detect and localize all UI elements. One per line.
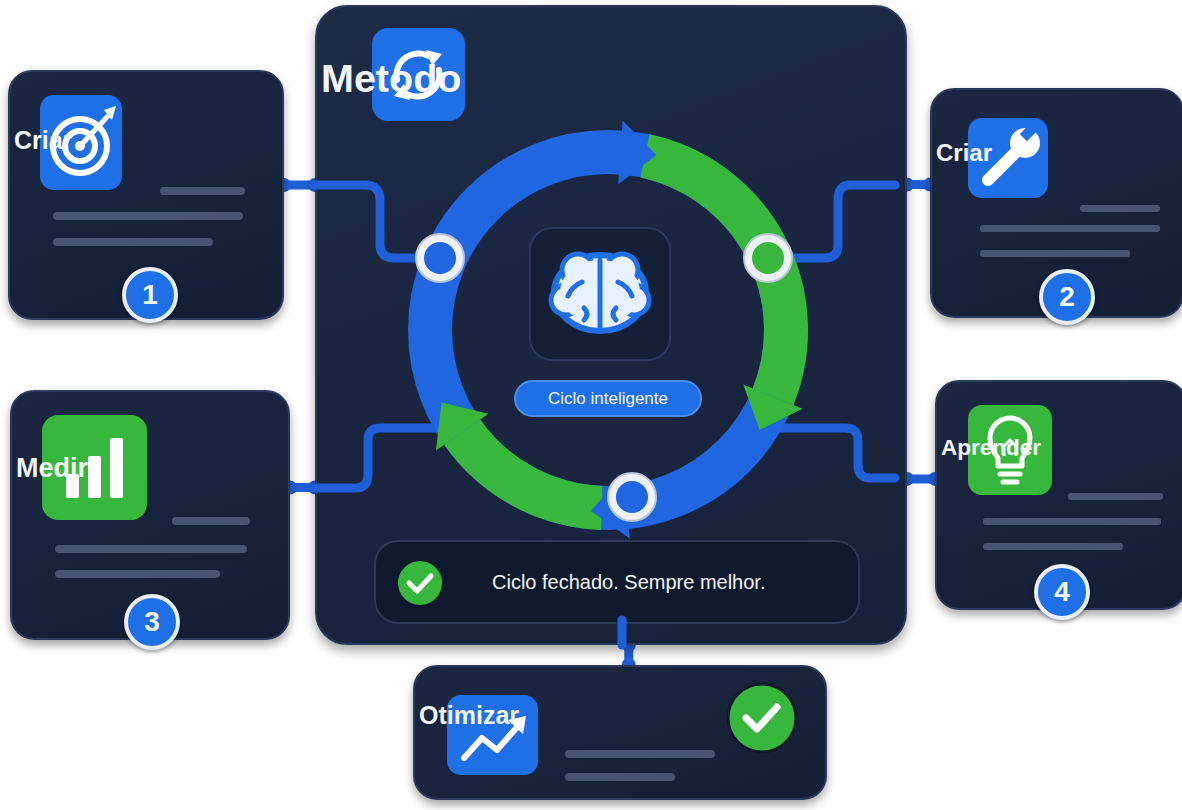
step-number: 1 [122,267,178,323]
step-number: 3 [124,594,180,650]
check-badge [728,684,796,752]
status-bar: Ciclo fechado. Sempre melhor. [374,540,860,624]
check-icon [398,561,442,605]
node-label: Ciclo fechado. Sempre melhor. [492,570,765,594]
node-label: Criar [936,139,1182,168]
node-label: Medir [16,452,292,484]
trend-icon [447,695,538,775]
callout-number: 4 [1054,578,1070,606]
bulb-icon [968,405,1052,495]
inner-wires [315,185,895,645]
node-label: Ciclo inteligente [548,390,668,407]
target-icon [40,95,122,190]
ring-dots [416,234,792,521]
brain-icon [530,228,670,360]
node-label: Otimizar [419,700,829,730]
step-card: Aprender 4 [935,380,1182,610]
step-number: 2 [1039,269,1095,325]
method-panel: MetodoCiclo inteligenteCiclo fechado. Se… [315,5,907,645]
panel-title: Metodo [321,55,909,102]
callout-number: 1 [142,281,158,309]
node-label: Aprender [941,434,1182,461]
refresh-icon [372,28,465,121]
chart-icon [42,415,147,520]
cycle-ring [415,121,819,543]
callout-number: 2 [1059,283,1075,311]
callout-number: 3 [144,608,160,636]
step-number: 4 [1034,564,1090,620]
cycle-pill: Ciclo inteligente [514,380,702,417]
result-card: Otimizar [413,665,827,800]
wrench-icon [968,118,1048,198]
node-label: Criar [14,125,286,155]
step-card: Criar 2 [930,88,1182,318]
step-card: Medir 3 [10,390,290,640]
placeholder-lines [53,187,1163,781]
step-card: Criar 1 [8,70,284,320]
